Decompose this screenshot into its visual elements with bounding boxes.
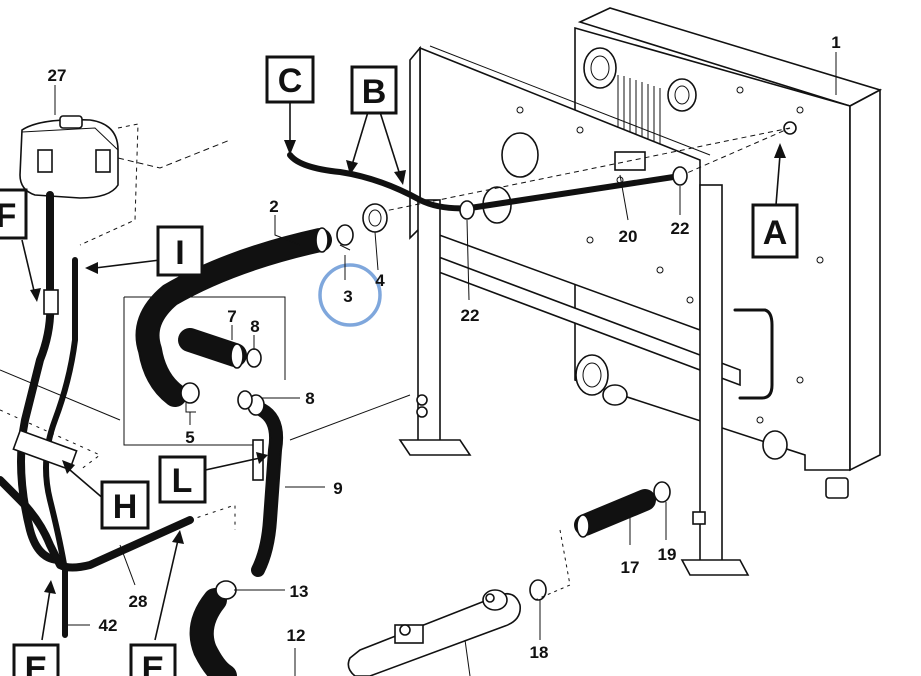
callout-1: 1: [831, 33, 840, 52]
callout-9: 9: [333, 479, 342, 498]
label-i: I: [175, 234, 184, 272]
label-box-b: B: [350, 65, 398, 115]
coolant-pipes-left: [0, 191, 236, 638]
highlight-ring: [318, 263, 382, 327]
label-f: F: [0, 197, 16, 235]
label-box-h: H: [100, 480, 150, 530]
callout-17: 17: [621, 558, 640, 577]
label-box-a: A: [751, 203, 799, 259]
clamp-5: [180, 382, 200, 413]
clamp-18: [529, 579, 547, 601]
callout-18: 18: [530, 643, 549, 662]
hose-17: [574, 489, 656, 538]
callout-5: 5: [185, 428, 194, 447]
pipe-9: [247, 394, 411, 577]
clamp-3: [336, 224, 354, 251]
label-l: L: [172, 462, 193, 500]
radiator-foot: [825, 477, 849, 499]
callout-20: 20: [619, 227, 638, 246]
pipe-20: [287, 127, 791, 213]
callout-19: 19: [658, 545, 677, 564]
label-a: A: [763, 214, 788, 252]
callout-4: 4: [375, 271, 385, 290]
frame-leg-right: [680, 184, 750, 576]
charge-air-cooler: [347, 589, 522, 676]
radiator-port-bottom: [575, 354, 788, 460]
label-box-f-top: F: [0, 188, 28, 240]
label-b: B: [362, 73, 387, 111]
clamp-8-detail: [246, 348, 262, 368]
label-h: H: [113, 488, 138, 526]
detail-box: [123, 296, 286, 446]
callout-42: 42: [99, 616, 118, 635]
callout-8-detail: 8: [250, 317, 259, 336]
callout-13: 13: [290, 582, 309, 601]
letter-arrows: [21, 100, 786, 641]
hose-2: [135, 227, 332, 407]
leader-lines: [54, 52, 837, 676]
clamp-13: [215, 580, 237, 600]
expansion-tank: [19, 115, 231, 246]
label-box-i: I: [156, 225, 204, 277]
callout-2: 2: [269, 197, 278, 216]
clamp-22: [459, 166, 688, 220]
radiator-port-top: [583, 47, 697, 112]
callout-22-left: 22: [461, 306, 480, 325]
label-e-right: E: [142, 650, 165, 676]
label-box-c: C: [265, 55, 315, 104]
part-callouts: 1 2 3 4 5 7 8 8 9 12 13 17 18 19 20 22 2…: [48, 33, 841, 662]
callout-22-right: 22: [671, 219, 690, 238]
label-box-l: L: [158, 455, 207, 504]
clamp-19: [653, 481, 671, 503]
frame-leg-left: [398, 199, 472, 456]
label-box-e-left: E: [12, 643, 60, 676]
label-c: C: [278, 62, 303, 100]
clamp-8: [237, 390, 253, 410]
callout-8: 8: [305, 389, 314, 408]
label-box-e-right: E: [129, 643, 177, 676]
callout-28: 28: [129, 592, 148, 611]
hose-12: [189, 588, 237, 676]
hose-7: [178, 328, 247, 369]
label-e-left: E: [25, 650, 48, 676]
callout-27: 27: [48, 66, 67, 85]
seal-ring-4: [362, 203, 388, 233]
callout-7: 7: [227, 307, 236, 326]
callout-3: 3: [343, 287, 352, 306]
callout-12: 12: [287, 626, 306, 645]
frame-panel: [409, 45, 774, 400]
